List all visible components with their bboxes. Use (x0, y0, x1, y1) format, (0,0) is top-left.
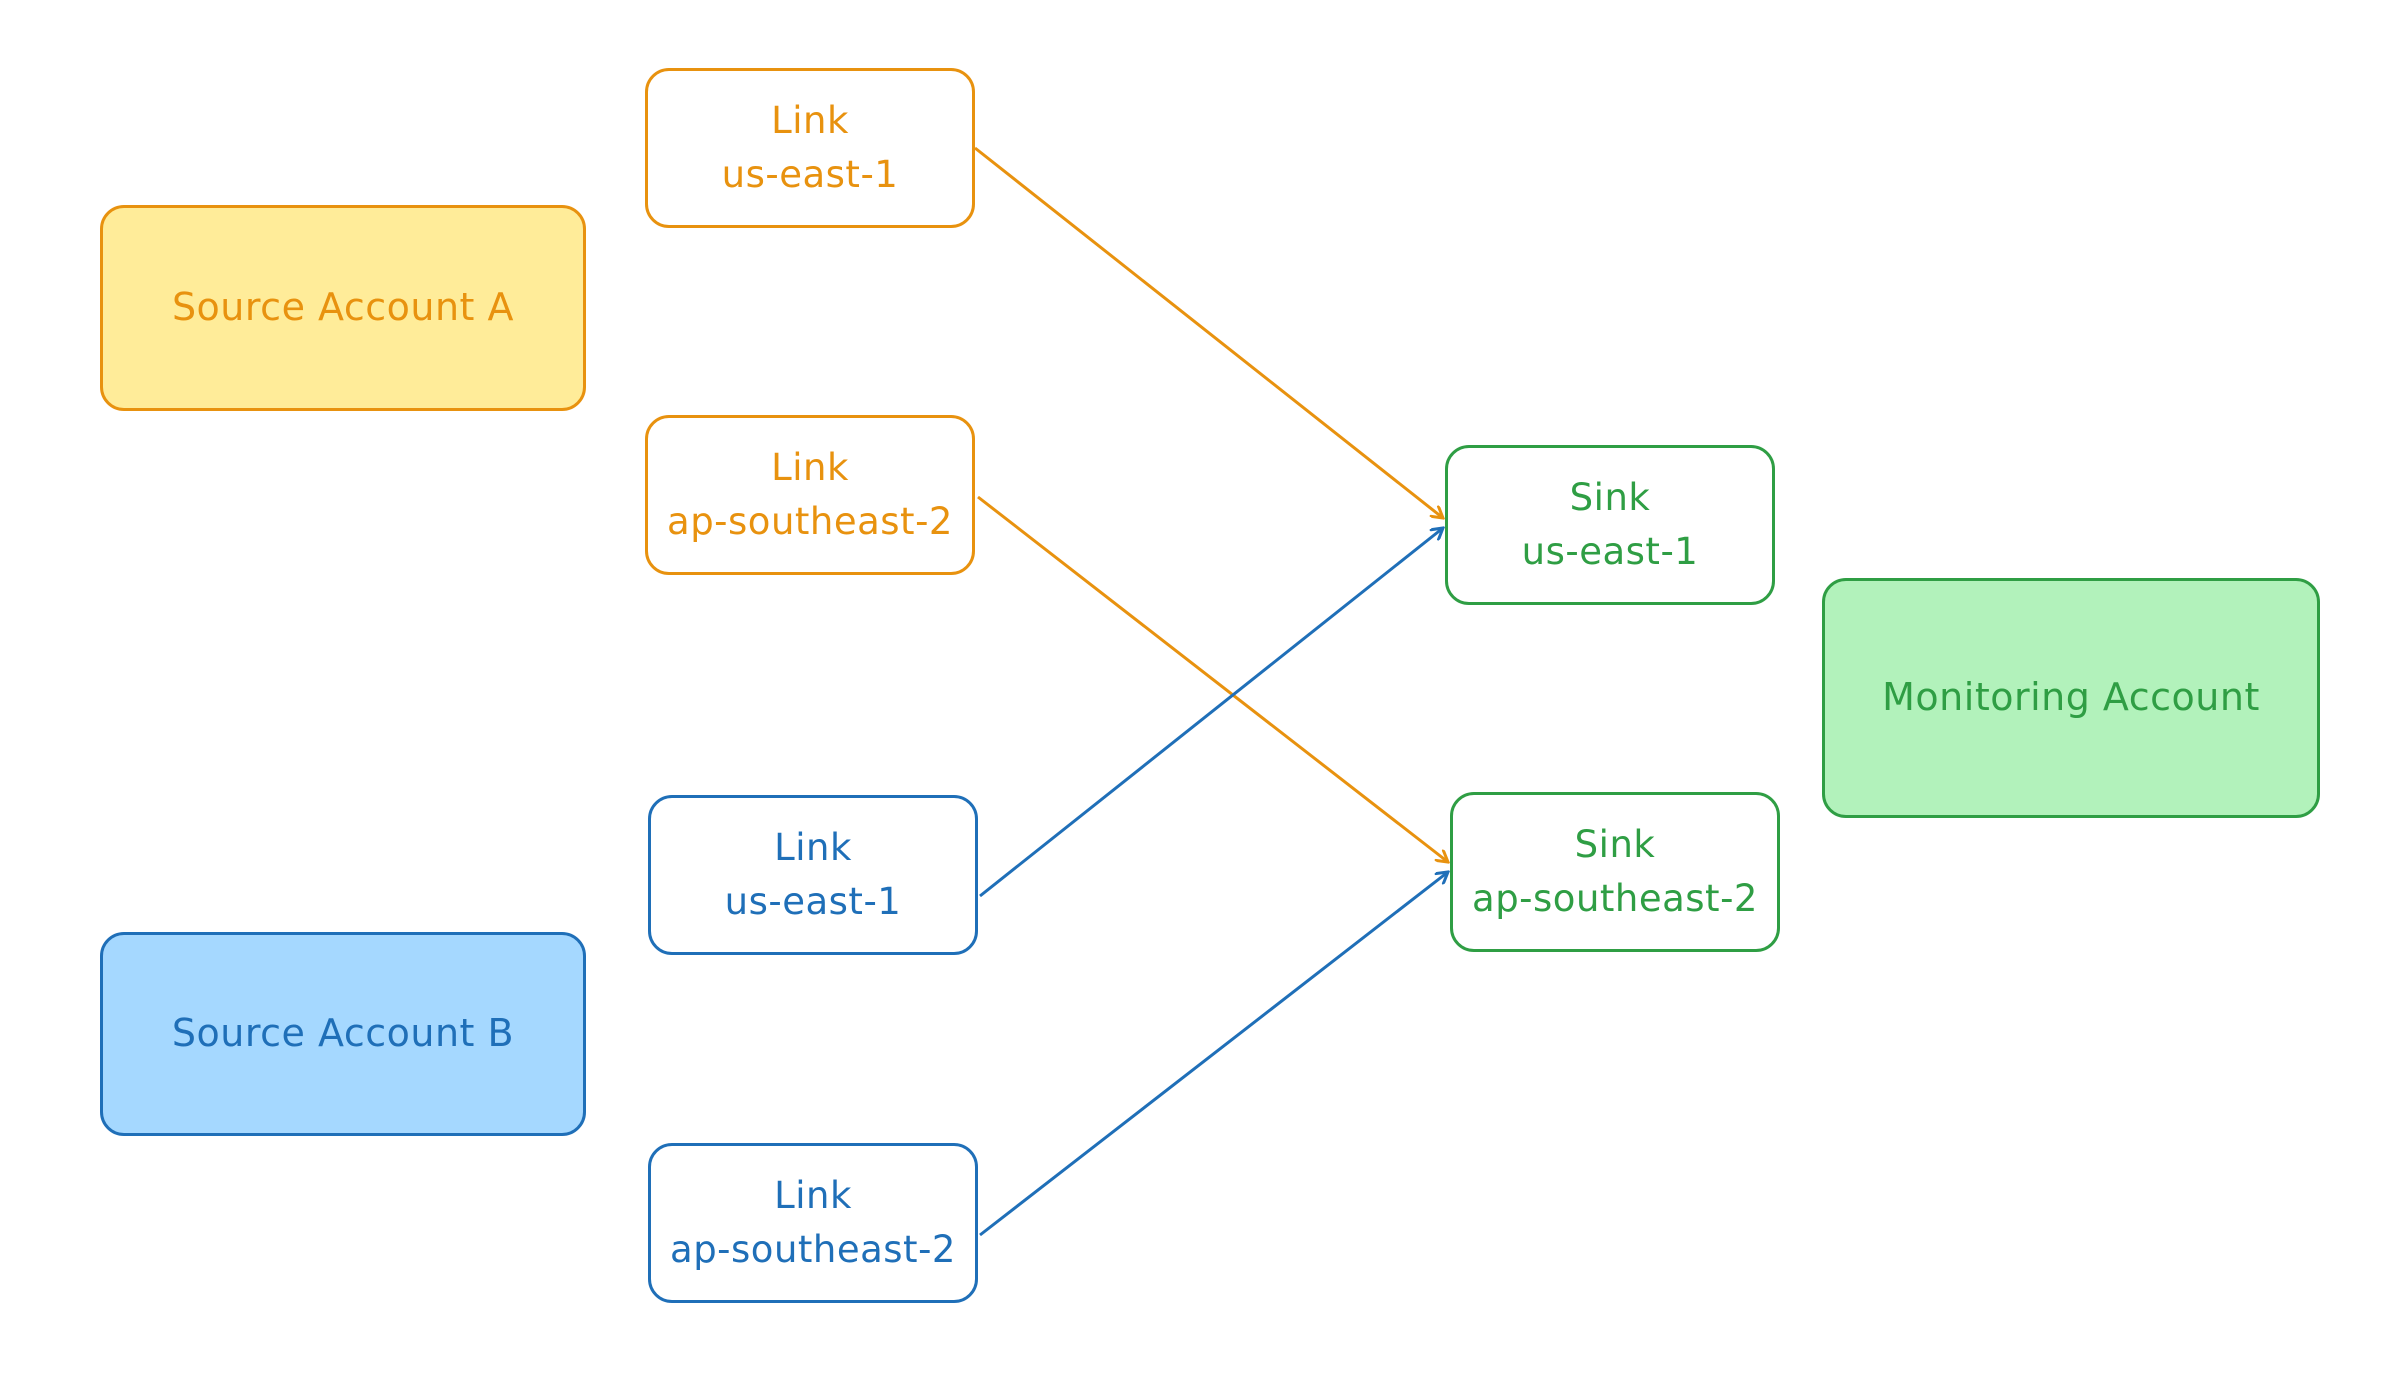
source-account-a-label: Source Account A (171, 285, 515, 330)
link-title: Link (774, 826, 852, 870)
arrow-link-a1-to-sink-1 (974, 146, 1443, 518)
sink-ap-southeast-2-box: Sink ap-southeast-2 (1450, 792, 1780, 952)
link-b-us-east-1-box: Link us-east-1 (648, 795, 978, 955)
monitoring-account-label: Monitoring Account (1882, 675, 2260, 720)
link-region: us-east-1 (721, 153, 899, 196)
link-region: ap-southeast-2 (670, 1228, 956, 1271)
sink-us-east-1-box: Sink us-east-1 (1445, 445, 1775, 605)
arrow-link-b1-to-sink-1 (979, 528, 1443, 898)
link-b-ap-southeast-2-box: Link ap-southeast-2 (648, 1143, 978, 1303)
sink-region: us-east-1 (1521, 530, 1699, 573)
link-region: ap-southeast-2 (667, 500, 953, 543)
link-title: Link (771, 446, 849, 490)
link-title: Link (774, 1174, 852, 1218)
link-a-ap-southeast-2-box: Link ap-southeast-2 (645, 415, 975, 575)
source-account-a-box: Source Account A (100, 205, 586, 411)
source-account-b-box: Source Account B (100, 932, 586, 1136)
arrow-link-a2-to-sink-2 (977, 495, 1448, 862)
link-a-us-east-1-box: Link us-east-1 (645, 68, 975, 228)
arrow-link-b2-to-sink-2 (979, 872, 1448, 1237)
link-region: us-east-1 (724, 880, 902, 923)
sink-title: Sink (1569, 476, 1651, 520)
monitoring-account-box: Monitoring Account (1822, 578, 2320, 818)
sink-region: ap-southeast-2 (1472, 877, 1758, 920)
source-account-b-label: Source Account B (171, 1011, 515, 1056)
sink-title: Sink (1574, 823, 1656, 867)
link-title: Link (771, 99, 849, 143)
